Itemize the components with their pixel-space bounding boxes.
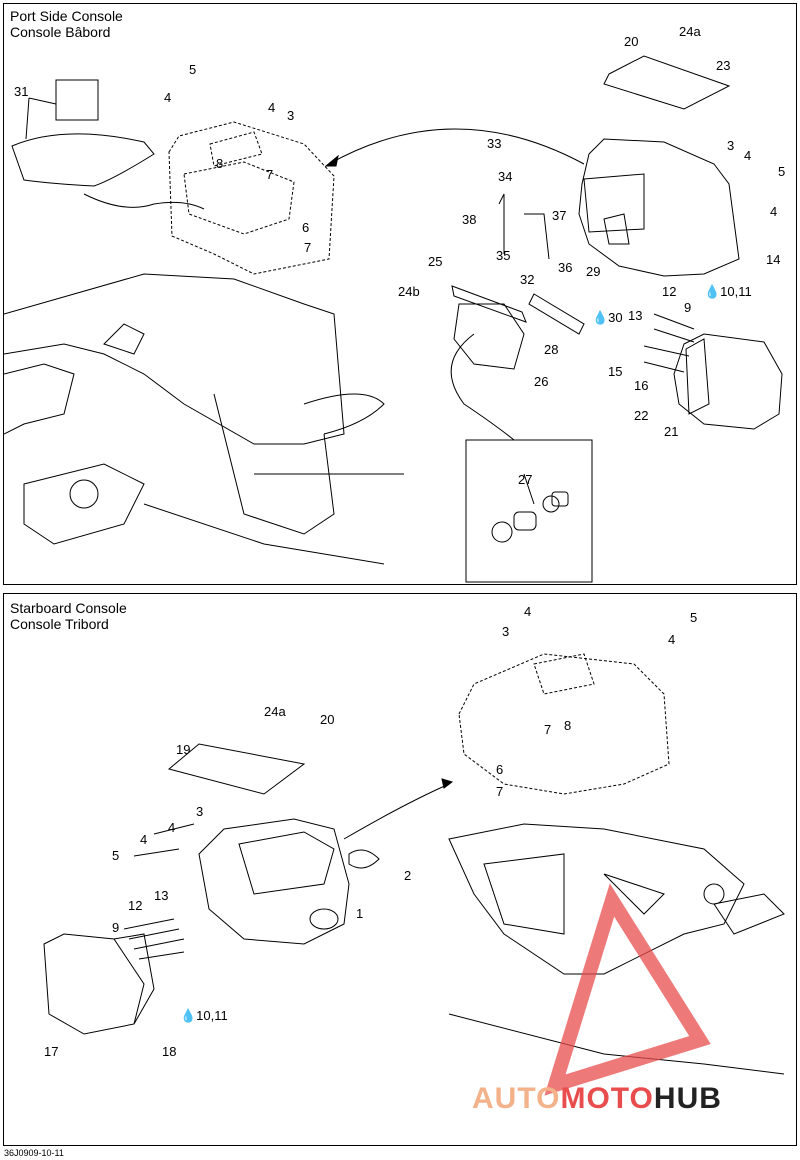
callout-7: 7 (496, 784, 503, 799)
callout-30: 💧30 (592, 310, 623, 325)
hull-structure (4, 273, 345, 445)
callout-4: 4 (268, 100, 275, 115)
callout-31: 31 (14, 84, 28, 99)
starboard-console-panel: Starboard Console Console Tribord (3, 593, 797, 1146)
callout-24a: 24a (679, 24, 701, 39)
watermark-part1: AUTO (472, 1082, 561, 1115)
callout-7: 7 (266, 167, 273, 182)
callout-3: 3 (287, 108, 294, 123)
callout-5: 5 (189, 62, 196, 77)
starboard-title-fr: Console Tribord (10, 616, 109, 632)
callout-28: 28 (544, 342, 558, 357)
callout-4: 4 (164, 90, 171, 105)
callout-4: 4 (668, 632, 675, 647)
part-31-bumper-pad (11, 133, 155, 187)
starboard-callouts: 4 3 5 4 7 8 6 7 24a 20 19 3 4 4 5 2 1 13… (44, 604, 697, 1059)
callout-18: 18 (162, 1044, 176, 1059)
callout-7: 7 (544, 722, 551, 737)
callout-20: 20 (624, 34, 638, 49)
port-side-console-panel: Port Side Console Console Bâbord (3, 3, 797, 585)
callout-9: 9 (112, 920, 119, 935)
part-2-seal (348, 849, 380, 869)
callout-23: 23 (716, 58, 730, 73)
callout-7: 7 (304, 240, 311, 255)
part-35-cable (498, 193, 505, 254)
callout-8: 8 (564, 718, 571, 733)
callout-3: 3 (502, 624, 509, 639)
port-title-en: Port Side Console (10, 8, 123, 24)
callout-33: 33 (487, 136, 501, 151)
callout-12: 12 (662, 284, 676, 299)
watermark-text: AUTOMOTOHUB (472, 1082, 722, 1116)
callout-38: 38 (462, 212, 476, 227)
callout-4: 4 (140, 832, 147, 847)
starboard-console-dotted-outline (458, 653, 670, 795)
part-21-side-panel (673, 333, 783, 430)
callout-13: 13 (628, 308, 642, 323)
callout-5: 5 (112, 848, 119, 863)
callout-19: 19 (176, 742, 190, 757)
callout-20: 20 (320, 712, 334, 727)
callout-10-11: 💧10,11 (180, 1008, 228, 1023)
callout-34: 34 (498, 169, 512, 184)
callout-1: 1 (356, 906, 363, 921)
starboard-title-en: Starboard Console (10, 600, 127, 616)
part-28-bracket (528, 293, 585, 335)
callout-12: 12 (128, 898, 142, 913)
callout-2: 2 (404, 868, 411, 883)
callout-3: 3 (196, 804, 203, 819)
callout-26: 26 (534, 374, 548, 389)
callout-36: 36 (558, 260, 572, 275)
diagram-caption: 36J0909-10-11 (4, 1148, 64, 1158)
callout-13: 13 (154, 888, 168, 903)
callout-4: 4 (168, 820, 175, 835)
callout-6: 6 (496, 762, 503, 777)
callout-24a: 24a (264, 704, 286, 719)
callout-3: 3 (727, 138, 734, 153)
part-1-console (198, 818, 350, 945)
callout-25: 25 (428, 254, 442, 269)
callout-35: 35 (496, 248, 510, 263)
callout-22: 22 (634, 408, 648, 423)
callout-29: 29 (586, 264, 600, 279)
port-console-drawing (4, 55, 783, 583)
part-19-cover (167, 743, 306, 795)
callout-24b: 24b (398, 284, 420, 299)
callout-10-11: 💧10,11 (704, 284, 752, 299)
callout-21: 21 (664, 424, 678, 439)
part-31-sticker (55, 79, 99, 121)
callout-8: 8 (216, 156, 223, 171)
part-25-trim (451, 285, 527, 323)
callout-14: 14 (766, 252, 780, 267)
watermark-part2: MOTO (560, 1082, 654, 1115)
part-14-console (578, 138, 740, 277)
port-console-dotted-outline (168, 121, 335, 275)
arrow-to-console (328, 128, 585, 165)
hull-hatch (23, 463, 145, 545)
part-23-cover (603, 55, 731, 110)
callout-27: 27 (518, 472, 532, 487)
callout-4: 4 (770, 204, 777, 219)
callout-37: 37 (552, 208, 566, 223)
port-callouts: 31 5 4 4 3 8 7 6 7 20 24a 23 33 34 3 4 5… (14, 24, 785, 487)
callout-17: 17 (44, 1044, 58, 1059)
callout-4: 4 (524, 604, 531, 619)
callout-5: 5 (778, 164, 785, 179)
port-title-fr: Console Bâbord (10, 24, 111, 40)
part-17-side-panel (43, 933, 145, 1035)
callout-15: 15 (608, 364, 622, 379)
callout-6: 6 (302, 220, 309, 235)
starboard-hatch (713, 893, 785, 935)
callout-32: 32 (520, 272, 534, 287)
callout-9: 9 (684, 300, 691, 315)
part-27-inset-box (465, 439, 593, 583)
callout-4: 4 (744, 148, 751, 163)
watermark-part3: HUB (653, 1082, 722, 1115)
callout-5: 5 (690, 610, 697, 625)
part-26-panel (453, 303, 525, 370)
callout-16: 16 (634, 378, 648, 393)
